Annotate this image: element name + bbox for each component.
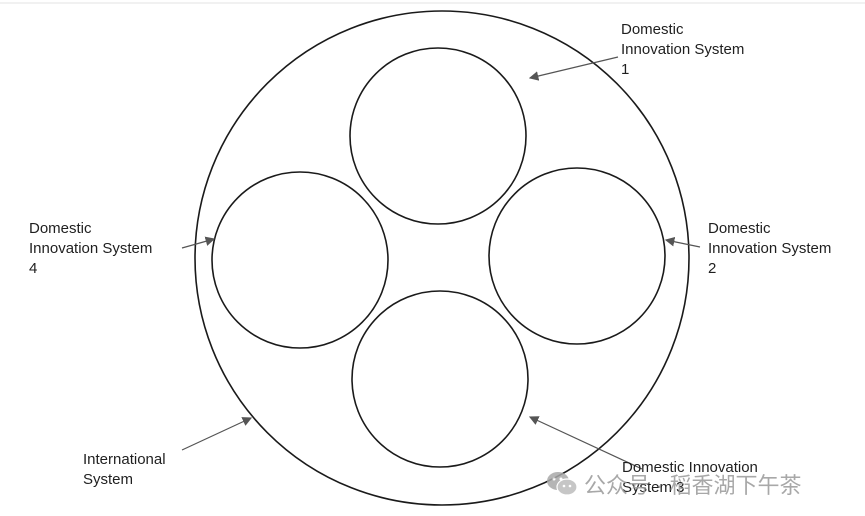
dis3-label-line1: Domestic Innovation [622,459,758,476]
dis1-label-line1: Domestic [621,21,684,38]
international-system-circle [194,10,690,506]
dis4-label-line2: Innovation System [29,240,153,257]
dis4-label: Domestic Innovation System 4 [29,219,152,279]
dis4-label-line3: 4 [29,260,38,277]
dis2-arrow [664,236,701,248]
international-arrow [181,417,253,451]
watermark-text: 公众号 · 稻香湖下午茶 [584,473,802,498]
dis4-arrow [181,236,216,249]
wechat-icon [547,472,578,496]
dis1-label-line3: 1 [621,61,630,78]
dis3-label: Domestic Innovation System 3 [622,458,758,498]
dis4-label-line1: Domestic [29,220,92,237]
dis2-label-line2: Innovation System [708,240,832,257]
international-label: International System [83,450,166,490]
dis3-arrow [528,416,643,470]
international-label-line1: International [83,451,166,468]
dis3-label-line2: System 3 [622,479,685,496]
dis2-label-line1: Domestic [708,220,771,237]
international-label-line2: System [83,471,134,488]
dis3-circle [351,290,529,468]
dis4-circle [211,171,389,349]
dis1-circle [349,47,527,225]
dis2-label: Domestic Innovation System 2 [708,219,831,279]
dis1-label-line2: Innovation System [621,41,745,58]
watermark: 公众号 · 稻香湖下午茶 [546,468,802,500]
dis2-label-line3: 2 [708,260,717,277]
dis2-circle [488,167,666,345]
dis1-arrow [528,56,619,81]
dis1-label: Domestic Innovation System 1 [621,20,744,80]
